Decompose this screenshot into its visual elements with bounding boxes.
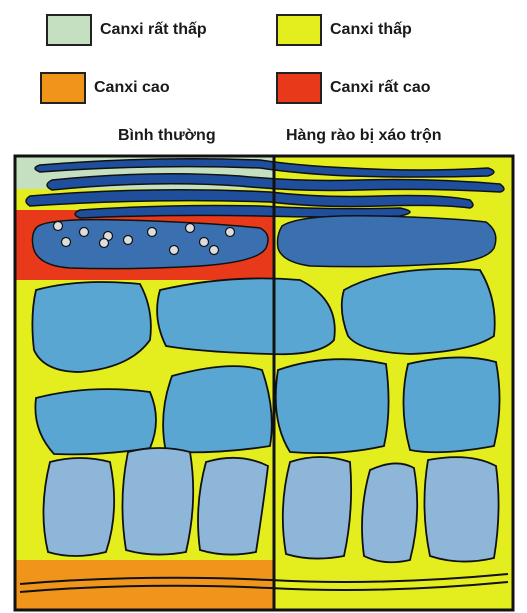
granule (226, 228, 235, 237)
granule (200, 238, 209, 247)
spinous-cell (157, 278, 335, 354)
granule (100, 239, 109, 248)
spinous-cell (403, 357, 499, 452)
basal-cell (43, 458, 114, 556)
granule (124, 236, 133, 245)
basal-cell (198, 458, 268, 555)
basal-cell (424, 457, 498, 561)
spinous-cell (342, 269, 495, 354)
basal-cell (283, 457, 351, 559)
granule (54, 222, 63, 231)
basal-cell (362, 463, 417, 562)
granule (170, 246, 179, 255)
spinous-cell (163, 366, 272, 452)
spinous-cell (276, 359, 389, 453)
granule (80, 228, 89, 237)
spinous-cell (35, 389, 156, 454)
granule (148, 228, 157, 237)
basal-cell (122, 448, 193, 555)
granular-cell-right (278, 216, 496, 267)
granule (186, 224, 195, 233)
granule (210, 246, 219, 255)
left-high-calcium-zone (16, 560, 274, 609)
granule (62, 238, 71, 247)
